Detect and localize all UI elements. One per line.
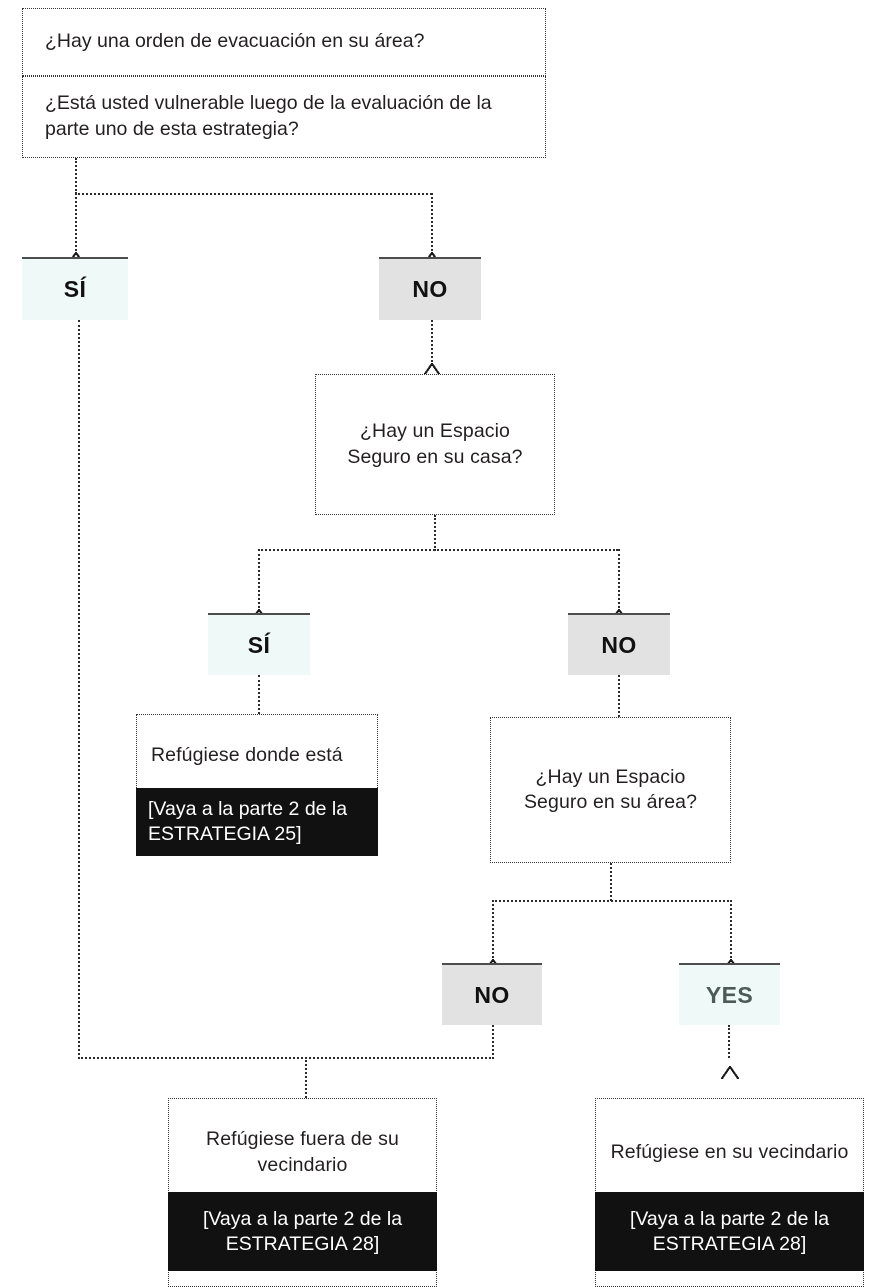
banner-strategy-28-left-text: [Vaya a la parte 2 de la ESTRATEGIA 28] xyxy=(202,1207,403,1255)
chip-mid-yes-label: SÍ xyxy=(247,631,271,658)
connector-area-stem xyxy=(610,863,612,901)
connector-top-yes-longdrop xyxy=(78,320,80,1059)
connector-top-no-down xyxy=(431,320,433,362)
connector-merge-to-outcome-left xyxy=(305,1057,307,1098)
chip-top-yes[interactable]: SÍ xyxy=(22,257,128,320)
banner-strategy-28-right: [Vaya a la parte 2 de la ESTRATEGIA 28] xyxy=(595,1192,864,1271)
question-safe-space-area: ¿Hay un Espacio Seguro en su área? xyxy=(490,717,731,863)
connector-to-mid-yes xyxy=(258,549,260,608)
question-vulnerable-text: ¿Está usted vulnerable luego de la evalu… xyxy=(45,92,492,140)
outcome-in-neighborhood-text: Refúgiese en su vecindario xyxy=(610,1140,849,1163)
connector-mid-no-down xyxy=(618,675,620,717)
banner-strategy-25-text: [Vaya a la parte 2 de la ESTRATEGIA 25] xyxy=(148,798,348,845)
question-safe-space-home: ¿Hay un Espacio Seguro en su casa? xyxy=(315,374,555,515)
connector-merge-bus-left xyxy=(78,1057,494,1059)
connector-low-yes-drop xyxy=(728,1025,730,1058)
chip-mid-no[interactable]: NO xyxy=(568,613,670,675)
outcome-outside-neighborhood-text: Refúgiese fuera de su vecindario xyxy=(206,1128,399,1176)
connector-area-bus xyxy=(492,900,732,902)
chip-top-no-label: NO xyxy=(412,276,448,302)
connector-top-stem xyxy=(75,158,77,194)
chip-mid-yes[interactable]: SÍ xyxy=(208,613,310,675)
chip-low-yes[interactable]: YES xyxy=(679,963,780,1025)
connector-to-mid-no xyxy=(618,549,620,608)
connector-home-stem xyxy=(434,515,436,551)
banner-strategy-28-right-text: [Vaya a la parte 2 de la ESTRATEGIA 28] xyxy=(629,1207,830,1255)
connector-to-top-yes xyxy=(75,193,77,251)
outcome-shelter-in-place-text: Refúgiese donde está xyxy=(151,744,343,767)
connector-top-bus xyxy=(75,193,432,195)
connector-home-bus xyxy=(258,549,618,551)
question-safe-space-home-text: ¿Hay un Espacio Seguro en su casa? xyxy=(347,420,523,468)
chip-low-yes-label: YES xyxy=(705,981,754,1008)
chip-low-no[interactable]: NO xyxy=(442,963,542,1025)
banner-strategy-28-left: [Vaya a la parte 2 de la ESTRATEGIA 28] xyxy=(168,1192,437,1271)
chip-mid-no-label: NO xyxy=(601,631,637,658)
connector-mid-yes-down xyxy=(258,675,260,714)
question-evacuation-order-text: ¿Hay una orden de evacuación en su área? xyxy=(45,30,425,53)
connector-to-low-no xyxy=(492,900,494,958)
chip-low-no-label: NO xyxy=(474,981,510,1008)
connector-to-low-yes xyxy=(730,900,732,958)
banner-strategy-25: [Vaya a la parte 2 de la ESTRATEGIA 25] xyxy=(136,788,378,856)
chip-top-no[interactable]: NO xyxy=(379,257,481,320)
chip-top-yes-label: SÍ xyxy=(63,276,87,302)
question-safe-space-area-text: ¿Hay un Espacio Seguro en su área? xyxy=(523,765,698,813)
connector-low-no-drop xyxy=(492,1025,494,1059)
question-vulnerable: ¿Está usted vulnerable luego de la evalu… xyxy=(22,76,546,158)
connector-to-top-no xyxy=(431,193,433,251)
question-evacuation-order: ¿Hay una orden de evacuación en su área? xyxy=(22,8,546,76)
